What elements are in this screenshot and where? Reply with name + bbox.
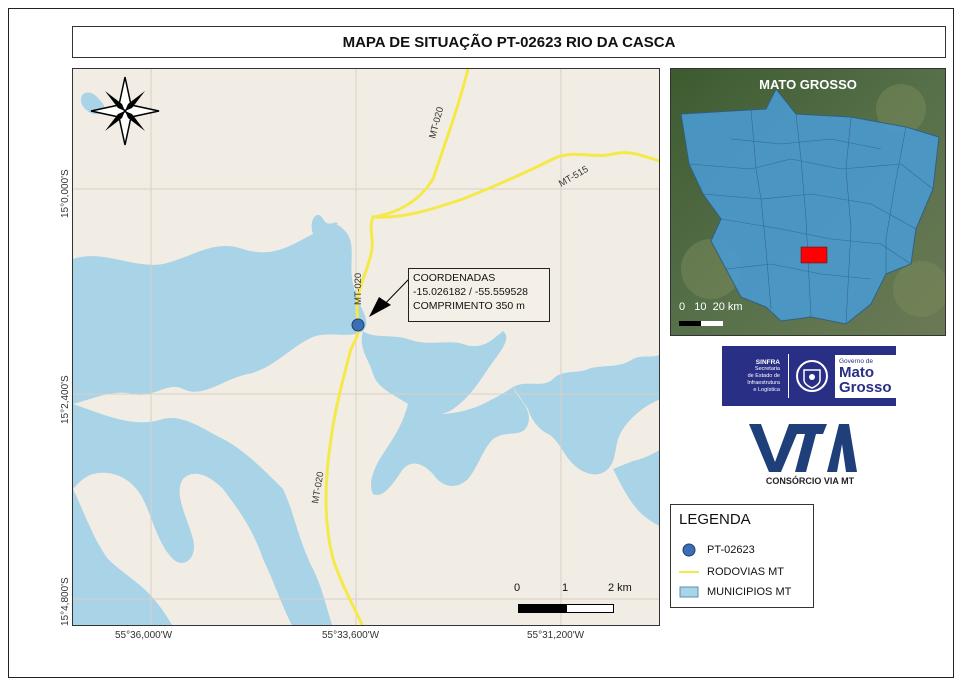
callout-heading: COORDENADAS <box>413 272 496 284</box>
north-arrow-icon <box>90 76 160 146</box>
pt-02623-point[interactable] <box>351 318 365 332</box>
scale-segment-light <box>566 604 614 613</box>
vmt-logo <box>745 418 875 498</box>
location-highlight <box>800 246 828 264</box>
inset-scale-dark <box>679 321 701 326</box>
sinfra-line: Infraestrutura <box>747 379 780 386</box>
grosso-text: Grosso <box>839 378 892 396</box>
callout-coordinates: -15.026182 / -55.559528 <box>413 286 529 298</box>
main-map: MT-020 MT-515 MT-020 MT-020 <box>72 68 660 626</box>
main-map-canvas: MT-020 MT-515 MT-020 MT-020 <box>73 69 659 625</box>
legend-label: RODOVIAS MT <box>707 566 785 578</box>
callout-arrow-icon <box>369 297 391 317</box>
legend-label: PT-02623 <box>707 544 755 556</box>
lat-label: 15°4,800'S <box>60 577 71 626</box>
inset-map: MATO GROSSO 0 10 20 km <box>670 68 946 336</box>
scale-segment-dark <box>518 604 566 613</box>
reservoir-water <box>73 92 659 625</box>
scale-label: 2 km <box>608 582 632 594</box>
map-title: MAPA DE SITUAÇÃO PT-02623 RIO DA CASCA <box>72 26 946 58</box>
governo-text: Governo de <box>839 357 873 365</box>
inset-scale-light <box>701 321 723 326</box>
sinfra-line: SINFRA <box>755 358 780 366</box>
mato-text: Mato <box>839 363 874 381</box>
point-icon <box>679 543 699 557</box>
inset-title: MATO GROSSO <box>759 77 857 92</box>
municipio-fill-icon <box>679 585 699 599</box>
graticule <box>73 69 659 625</box>
lat-label: 15°0,000'S <box>60 169 71 218</box>
legend-item-municipio: MUNICIPIOS MT <box>679 585 791 599</box>
legend-item-point: PT-02623 <box>679 543 755 557</box>
legend: LEGENDA PT-02623 RODOVIAS MT MUNICIPIOS … <box>670 504 814 608</box>
road-line-icon <box>679 565 699 579</box>
inset-map-canvas <box>671 69 945 335</box>
lat-label: 15°2,400'S <box>60 375 71 424</box>
callout-length: COMPRIMENTO 350 m <box>413 300 525 312</box>
vmt-caption: CONSÓRCIO VIA MT <box>765 476 855 486</box>
sinfra-line: de Estado de <box>747 372 780 379</box>
coordinates-callout: COORDENADAS -15.026182 / -55.559528 COMP… <box>408 268 550 322</box>
inset-scale-label: 0 10 20 km <box>679 301 743 313</box>
municipio-boundaries <box>688 108 934 325</box>
lon-label: 55°31,200'W <box>527 630 585 641</box>
sinfra-logo: SINFRA Secretaria de Estado de Infraestr… <box>722 346 896 406</box>
road-label: MT-020 <box>353 273 364 305</box>
sinfra-line: e Logística <box>753 386 780 393</box>
legend-label: MUNICIPIOS MT <box>707 586 792 598</box>
coat-of-arms-icon <box>793 357 831 395</box>
sinfra-line: Secretaria <box>754 365 780 372</box>
lon-label: 55°36,000'W <box>115 630 173 641</box>
legend-item-road: RODOVIAS MT <box>679 565 784 579</box>
legend-title: LEGENDA <box>679 511 751 528</box>
scale-label: 1 <box>562 582 569 594</box>
scale-label: 0 <box>514 582 521 594</box>
lon-label: 55°33,600'W <box>322 630 380 641</box>
